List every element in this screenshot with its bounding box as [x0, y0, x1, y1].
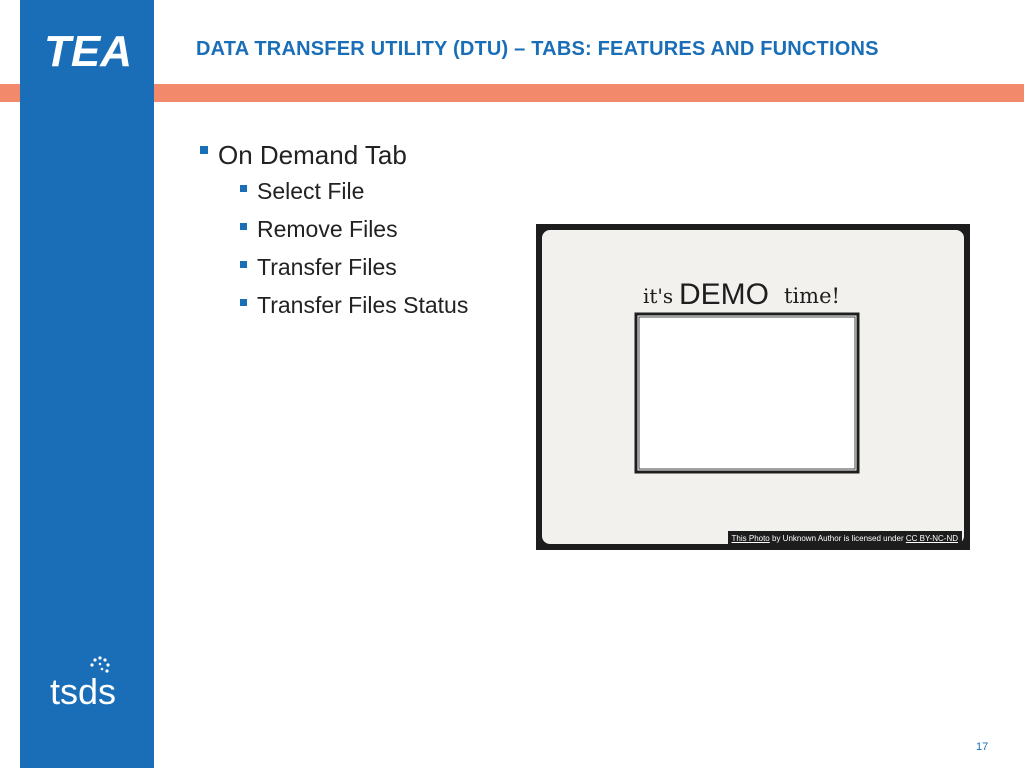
svg-text:tsds: tsds — [50, 671, 116, 712]
license-link[interactable]: CC BY-NC-ND — [905, 534, 958, 543]
bullet-label: Select File — [257, 177, 365, 204]
demo-text-its: it's — [643, 284, 673, 308]
bullet-label: Remove Files — [257, 215, 398, 242]
demo-illustration: it's DEMO time! — [634, 278, 860, 474]
bullet-square-icon — [240, 298, 247, 306]
bullet-on-demand-tab: On Demand Tab — [200, 138, 468, 172]
bullet-label: Transfer Files Status — [257, 291, 469, 318]
demo-text-demo: DEMO — [679, 278, 769, 311]
bullet-select-file: Select File — [240, 172, 468, 210]
demo-screen-frame — [634, 312, 860, 474]
page-number: 17 — [976, 741, 989, 753]
demo-screen-inner — [638, 316, 856, 470]
bullet-square-icon — [240, 260, 247, 268]
bullet-square-icon — [240, 222, 247, 230]
attribution-text: by Unknown Author is licensed under — [769, 534, 906, 543]
slide-title: DATA TRANSFER UTILITY (DTU) – TABS: FEAT… — [196, 38, 879, 60]
header-accent-stripe — [0, 84, 1024, 102]
tsds-logo: tsds — [50, 656, 116, 712]
demo-text-time: time! — [784, 284, 840, 308]
tea-logo: TEA — [44, 27, 132, 76]
bullet-list: On Demand Tab Select File Remove Files T… — [200, 138, 468, 324]
this-photo-link[interactable]: This Photo — [731, 534, 770, 543]
sidebar-stripe-overlay — [20, 84, 154, 102]
left-brand-sidebar: TEA tsds — [20, 0, 154, 768]
bullet-label: Transfer Files — [257, 253, 397, 280]
bullet-square-icon — [200, 146, 208, 154]
bullet-remove-files: Remove Files — [240, 210, 468, 248]
svg-text:TEA: TEA — [44, 27, 132, 76]
bullet-transfer-files-status: Transfer Files Status — [240, 286, 468, 324]
demo-time-photo: it's DEMO time! This Photo by Unknown Au… — [536, 224, 970, 550]
photo-attribution: This Photo by Unknown Author is licensed… — [727, 531, 962, 546]
bullet-label: On Demand Tab — [218, 139, 407, 170]
bullet-square-icon — [240, 184, 247, 192]
bullet-transfer-files: Transfer Files — [240, 248, 468, 286]
